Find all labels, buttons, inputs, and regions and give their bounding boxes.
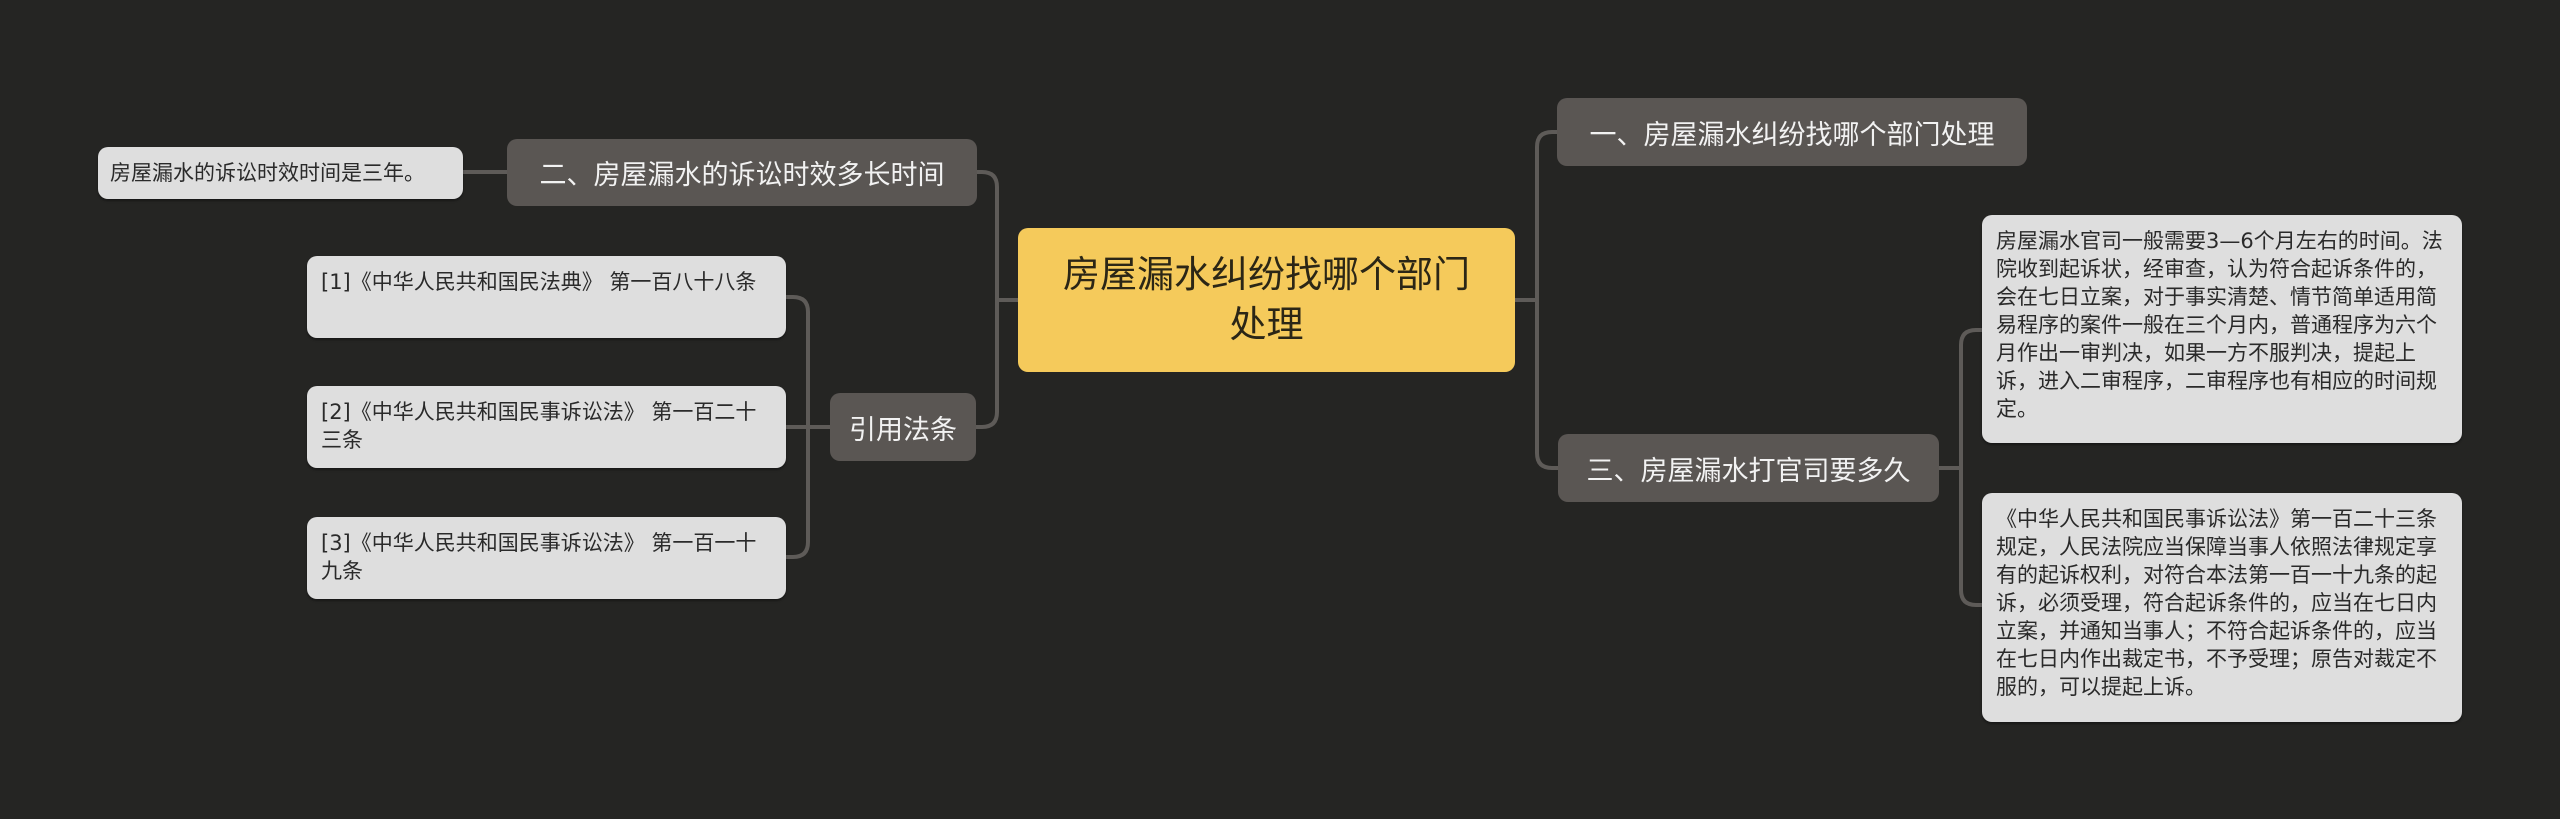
leaf-text: [2]《中华人民共和国民事诉讼法》 第一百二十三条	[321, 400, 757, 452]
leaf-duration-explanation[interactable]: 房屋漏水官司一般需要3—6个月左右的时间。法院收到起诉状，经审查，认为符合起诉条…	[1982, 215, 2462, 443]
leaf-civil-procedure-article-123[interactable]: 《中华人民共和国民事诉讼法》第一百二十三条规定，人民法院应当保障当事人依照法律规…	[1982, 493, 2462, 722]
leaf-text: 房屋漏水的诉讼时效时间是三年。	[110, 161, 425, 185]
leaf-limitation-three-years[interactable]: 房屋漏水的诉讼时效时间是三年。	[98, 147, 463, 199]
branch-label: 一、房屋漏水纠纷找哪个部门处理	[1589, 119, 1995, 151]
branch-statute-of-limitations[interactable]: 二、房屋漏水的诉讼时效多长时间	[507, 139, 977, 206]
branch-label: 二、房屋漏水的诉讼时效多长时间	[539, 160, 945, 191]
leaf-text: [1]《中华人民共和国民法典》 第一百八十八条	[321, 270, 757, 294]
leaf-text: 房屋漏水官司一般需要3—6个月左右的时间。法院收到起诉状，经审查，认为符合起诉条…	[1996, 229, 2443, 421]
branch-label: 引用法条	[849, 414, 957, 446]
leaf-citation-2[interactable]: [2]《中华人民共和国民事诉讼法》 第一百二十三条	[307, 386, 786, 468]
leaf-text: 《中华人民共和国民事诉讼法》第一百二十三条规定，人民法院应当保障当事人依照法律规…	[1996, 507, 2437, 699]
branch-label: 三、房屋漏水打官司要多久	[1586, 455, 1911, 487]
leaf-text: [3]《中华人民共和国民事诉讼法》 第一百一十九条	[321, 531, 757, 583]
branch-lawsuit-duration[interactable]: 三、房屋漏水打官司要多久	[1558, 434, 1939, 502]
branch-which-department[interactable]: 一、房屋漏水纠纷找哪个部门处理	[1557, 98, 2027, 166]
root-topic-label: 房屋漏水纠纷找哪个部门处理	[1063, 253, 1470, 346]
branch-cited-laws[interactable]: 引用法条	[830, 393, 976, 461]
root-topic[interactable]: 房屋漏水纠纷找哪个部门处理	[1018, 228, 1515, 372]
leaf-citation-1[interactable]: [1]《中华人民共和国民法典》 第一百八十八条	[307, 256, 786, 338]
leaf-citation-3[interactable]: [3]《中华人民共和国民事诉讼法》 第一百一十九条	[307, 517, 786, 599]
